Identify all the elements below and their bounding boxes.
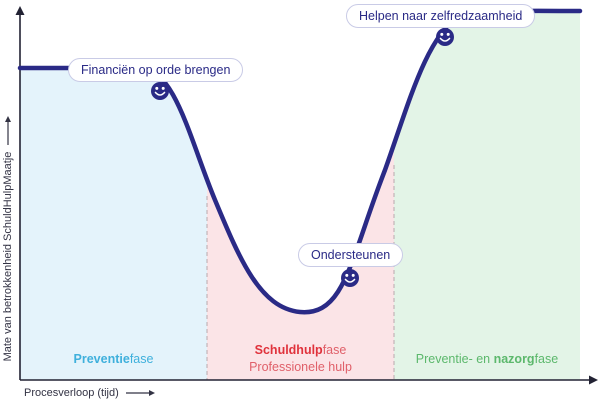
label-debt-subtitle: Professionele hulp <box>249 360 352 374</box>
label-prevention-phase: Preventiefase <box>20 351 207 368</box>
label-after-pre: Preventie- en <box>415 352 494 366</box>
smiley-icon <box>341 264 359 287</box>
bubble-help: Helpen naar zelfredzaamheid <box>346 4 536 28</box>
y-axis-label: Mate van betrokkenheid SchuldHulpMaatje <box>2 103 14 373</box>
arrow-up-icon <box>5 115 12 145</box>
label-debt-strong: Schuldhulp <box>254 343 323 357</box>
y-axis-arrow-icon <box>15 6 25 15</box>
x-axis-label: Procesverloop (tijd) <box>24 387 156 399</box>
x-axis-arrow-icon <box>589 375 598 385</box>
bubble-finance: Financiën op orde brengen <box>68 58 244 82</box>
label-after-light: fase <box>534 352 559 366</box>
label-debt-title: Schuldhulpfase <box>207 342 394 359</box>
label-prevention-strong: Preventie <box>73 352 130 366</box>
x-axis-label-text: Procesverloop (tijd) <box>24 387 119 399</box>
label-prevention-light: fase <box>129 352 154 366</box>
arrow-right-icon <box>125 390 155 397</box>
upper-mask <box>20 0 580 313</box>
label-debt-phase: Schuldhulpfase Professionele hulp <box>207 342 394 376</box>
y-axis-label-text: Mate van betrokkenheid SchuldHulpMaatje <box>2 151 14 362</box>
label-after-strong: nazorg <box>493 352 535 366</box>
label-debt-light: fase <box>322 343 347 357</box>
label-after-phase: Preventie- en nazorgfase <box>394 351 580 368</box>
bubble-support: Ondersteunen <box>298 243 404 267</box>
